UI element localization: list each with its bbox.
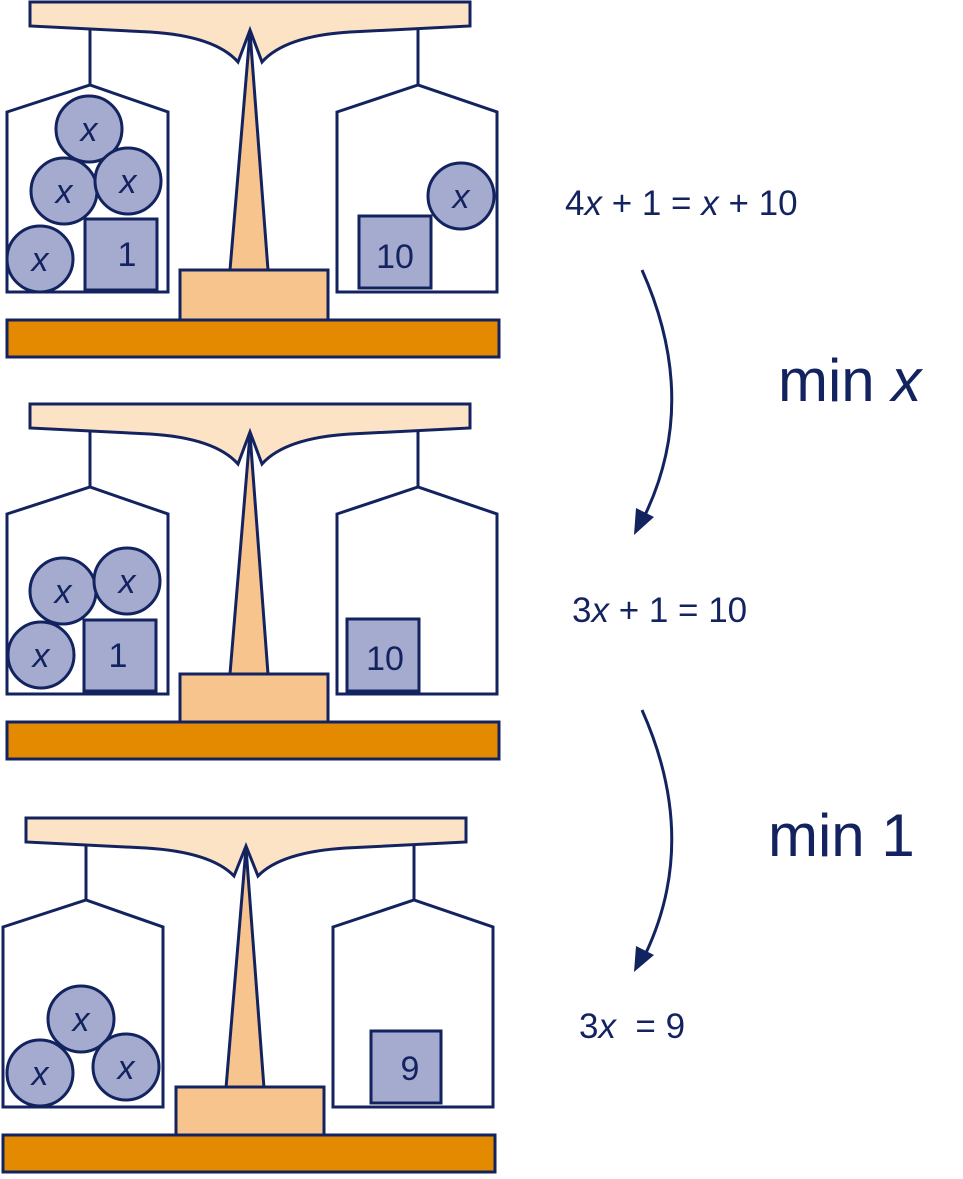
unit-block: 1 [82,618,158,693]
scale-step-3: x x x 9 [1,816,497,1174]
x-ball-label: x [30,1055,50,1093]
x-ball: x [6,620,76,690]
x-ball: x [29,156,99,226]
x-ball: x [28,556,98,626]
x-ball-label: x [53,573,73,611]
scale-pillar [224,847,266,1090]
scale-pedestal [174,1085,326,1137]
x-ball: x [93,146,163,216]
x-ball-label: x [116,1049,136,1087]
x-ball-label: x [31,637,51,675]
equation-step-1: 4x + 1 = x + 10 [565,184,798,223]
scale-pedestal [178,268,330,322]
x-ball-label: x [79,111,99,149]
curved-arrow-2 [634,709,674,972]
x-ball-label: x [451,178,471,216]
scale-step-1: x x x x 1 x 10 [5,0,501,359]
x-ball-label: x [30,241,50,279]
scale-base [5,318,501,359]
operation-label-2: min 1 [768,802,915,869]
x-ball: x [92,546,162,616]
x-ball: x [426,161,496,231]
scale-beam [28,402,472,467]
unit-block: 10 [345,617,421,693]
unit-block-label: 1 [118,236,137,274]
unit-block: 10 [357,214,433,290]
unit-block-label: 10 [376,238,414,276]
x-ball: x [5,224,75,294]
unit-block-label: 10 [366,640,404,678]
equation-step-3: 3x = 9 [579,1007,685,1046]
unit-block: 1 [83,217,159,292]
curved-arrow-1 [634,269,674,535]
x-ball: x [5,1038,75,1108]
operation-label-1: min x [778,347,923,414]
scale-pedestal [178,672,330,724]
x-ball-label: x [54,173,74,211]
unit-block-label: 9 [401,1050,420,1088]
scale-beam [24,816,468,879]
x-ball: x [54,94,124,164]
unit-block-label: 1 [109,637,128,675]
scale-beam [28,0,472,65]
unit-block: 9 [369,1029,443,1105]
scale-pillar [228,433,270,676]
scale-base [5,720,501,761]
x-ball: x [91,1032,161,1102]
x-ball-label: x [118,163,138,201]
equation-step-2: 3x + 1 = 10 [572,591,747,630]
scale-pillar [228,31,270,272]
x-ball: x [46,984,116,1054]
x-ball-label: x [71,1001,91,1039]
x-ball-label: x [117,563,137,601]
scale-step-2: x x x 1 10 [5,402,501,761]
scale-base [1,1133,497,1174]
